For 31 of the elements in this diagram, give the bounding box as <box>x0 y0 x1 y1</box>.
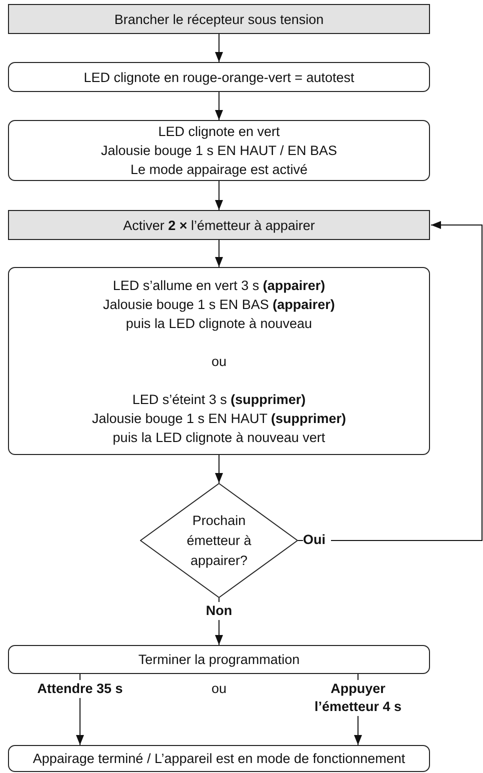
node-text: Jalousie bouge 1 s EN HAUT (supprimer) <box>92 410 346 428</box>
process-box <box>8 267 430 455</box>
process-box <box>8 745 430 772</box>
node-text: LED clignote en rouge-orange-vert = autotest <box>84 68 354 86</box>
process-box <box>8 62 430 92</box>
or-label: ou <box>210 680 228 698</box>
node-text: LED s’éteint 3 s (supprimer) <box>132 390 306 408</box>
action-box <box>8 4 430 34</box>
node-text: LED clignote en vert <box>158 123 280 141</box>
node-text: Prochain émetteur à appairer? <box>186 512 252 570</box>
node-text: Appairage terminé / L’appareil est en mode de fonctionnement <box>32 750 406 768</box>
arrow <box>215 180 223 210</box>
node-text: Jalousie bouge 1 s EN BAS (appairer) <box>103 296 335 314</box>
arrow <box>215 240 223 268</box>
node-text: puis la LED clignote à nouveau <box>126 314 312 332</box>
node-text: puis la LED clignote à nouveau vert <box>112 428 326 446</box>
node-text: ou <box>211 352 227 370</box>
arrow <box>215 454 223 484</box>
arrow <box>215 34 223 62</box>
arrow <box>215 92 223 120</box>
process-box <box>8 645 430 674</box>
node-text: LED s’allume en vert 3 s (appairer) <box>112 276 326 294</box>
process-box <box>8 120 430 181</box>
node-text: Terminer la programmation <box>138 651 300 669</box>
node-text: Le mode appairage est activé <box>130 161 308 179</box>
node-text: Jalousie bouge 1 s EN HAUT / EN BAS <box>100 142 338 160</box>
node-text: Activer 2 × l’émetteur à appairer <box>123 216 315 234</box>
arrow <box>298 221 482 541</box>
decision-diamond <box>140 483 298 598</box>
node-text: Brancher le récepteur sous tension <box>114 10 324 28</box>
action-box <box>8 210 430 240</box>
